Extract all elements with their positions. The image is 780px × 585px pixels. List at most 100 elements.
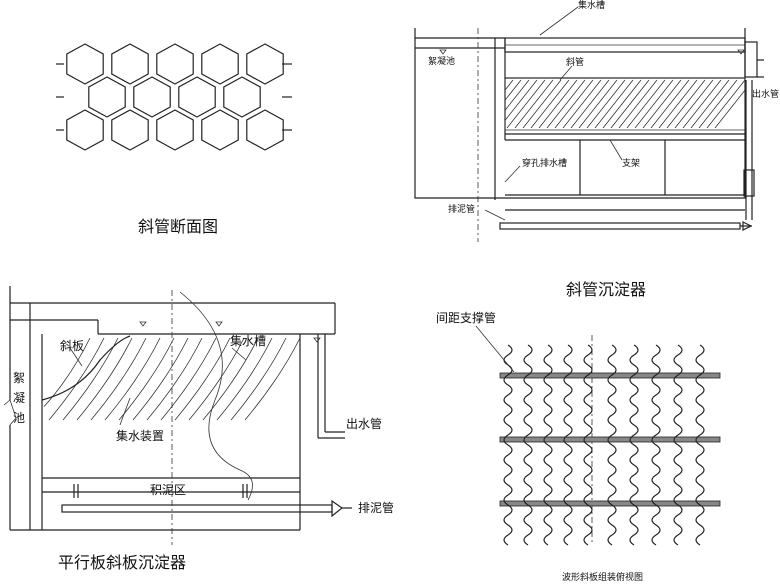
floc-char: 絮 [13,371,25,385]
tube-hatch-line [578,79,618,129]
floc-char: 凝 [13,390,25,405]
tube-label-outlet-pipe: 出水管 [752,88,779,100]
tube-hatch-line [586,79,626,129]
tube-label-perforated-pipe: 穿孔排水槽 [522,157,567,169]
inclined-plate [230,337,287,421]
tube-hatch-line [698,79,738,129]
hex-cell [66,109,104,151]
wave-plate [651,344,661,546]
inclined-plate [48,337,105,421]
tube-hatch-line [546,79,586,129]
hex-cell [223,76,261,118]
tube-hatch-line [658,79,698,129]
tube-hatch-line [714,89,746,129]
hex-cell [246,109,284,151]
tube-hatch-line [504,79,514,91]
tube-hatching [504,79,746,129]
hex-cell [111,109,149,151]
inclined-plate [90,337,147,421]
hex-cell [111,43,149,85]
tube-label-sludge-pipe: 排泥管 [448,203,475,215]
tube-hatch-line [634,79,674,129]
tube-hatch-line [530,79,570,129]
wave-plate [563,344,573,546]
tube-hatch-line [618,79,658,129]
wave-plate-caption: 波形斜板组装俯视图 [562,571,643,583]
plate-settler-drawing [3,286,352,545]
hex-section-caption: 斜管断面图 [138,217,218,236]
tube-settler-drawing [414,6,764,242]
tube-hatch-line [594,79,634,129]
tube-hatch-line [626,79,666,129]
wave-plate [629,344,639,546]
tube-label-collect-trough: 集水槽 [578,0,605,11]
wave-plate [543,344,553,546]
tube-settler-caption: 斜管沉淀器 [566,280,646,299]
inclined-plate [202,337,259,421]
tube-hatch-line [562,79,602,129]
inclined-plate [104,337,161,421]
tube-hatch-line [522,79,562,129]
plate-label-outlet-pipe: 出水管 [346,416,382,431]
wave-plate-drawing [475,325,721,546]
tube-hatch-line [602,79,642,129]
plate-label-collect-device: 集水装置 [116,428,164,443]
plate-label-sludge-zone: 积泥区 [150,483,186,497]
tube-hatch-line [674,79,714,129]
tube-hatch-line [504,79,522,101]
wave-plates [503,344,705,546]
wave-plate [607,344,617,546]
inclined-plate [244,337,301,421]
floc-char: 池 [13,411,25,425]
inclined-plate [76,337,133,421]
hex-cell [246,43,284,85]
hex-cell [178,76,216,118]
hex-cell [201,43,239,85]
tube-hatch-line [570,79,610,129]
inclined-plates [41,335,301,421]
hex-cell [201,109,239,151]
inclined-plate [174,337,231,421]
tube-hatch-line [690,79,730,129]
tube-hatch-line [504,79,530,111]
hex-cell [156,109,194,151]
inclined-plate [118,337,175,421]
plate-label-flocculation-tank: 絮凝池 [13,371,25,425]
tube-hatch-line [504,79,538,121]
hex-cell [66,43,104,85]
inclined-plate [132,337,189,421]
inclined-plate [188,337,245,421]
plate-guide-curve [41,335,131,401]
wave-plate [695,344,705,546]
tube-label-inclined-tube: 斜管 [566,56,584,68]
tube-hatch-line [554,79,594,129]
tube-label-support: 支架 [622,157,640,169]
tube-hatch-line [642,79,682,129]
tube-hatch-line [650,79,690,129]
hex-cell [156,43,194,85]
tube-label-flocculation-tank: 絮凝池 [428,55,455,67]
inclined-plate [146,337,203,421]
tube-hatch-line [682,79,722,129]
plate-label-collect-trough: 集水槽 [230,333,266,348]
wave-plate [503,344,513,546]
tube-hatch-line [706,79,746,129]
plate-settler-caption: 平行板斜板沉淀器 [58,553,186,572]
wave-plate [583,344,593,546]
inclined-plate [43,337,91,407]
hexagon-tube-section [56,43,292,151]
wave-plate [523,344,533,546]
wave-plate [673,344,683,546]
tube-hatch-line [514,79,554,129]
inclined-plate [160,337,217,421]
plate-label-sludge-pipe: 排泥管 [358,500,394,515]
plate-label-inclined-plate: 斜板 [60,339,84,353]
wave-label-spacer-pipe: 间距支撑管 [436,310,496,325]
inclined-plate [216,337,273,421]
tube-hatch-line [538,79,578,129]
tube-hatch-line [610,79,650,129]
hex-cell [88,76,126,118]
tube-hatch-line [666,79,706,129]
hex-cell [133,76,171,118]
